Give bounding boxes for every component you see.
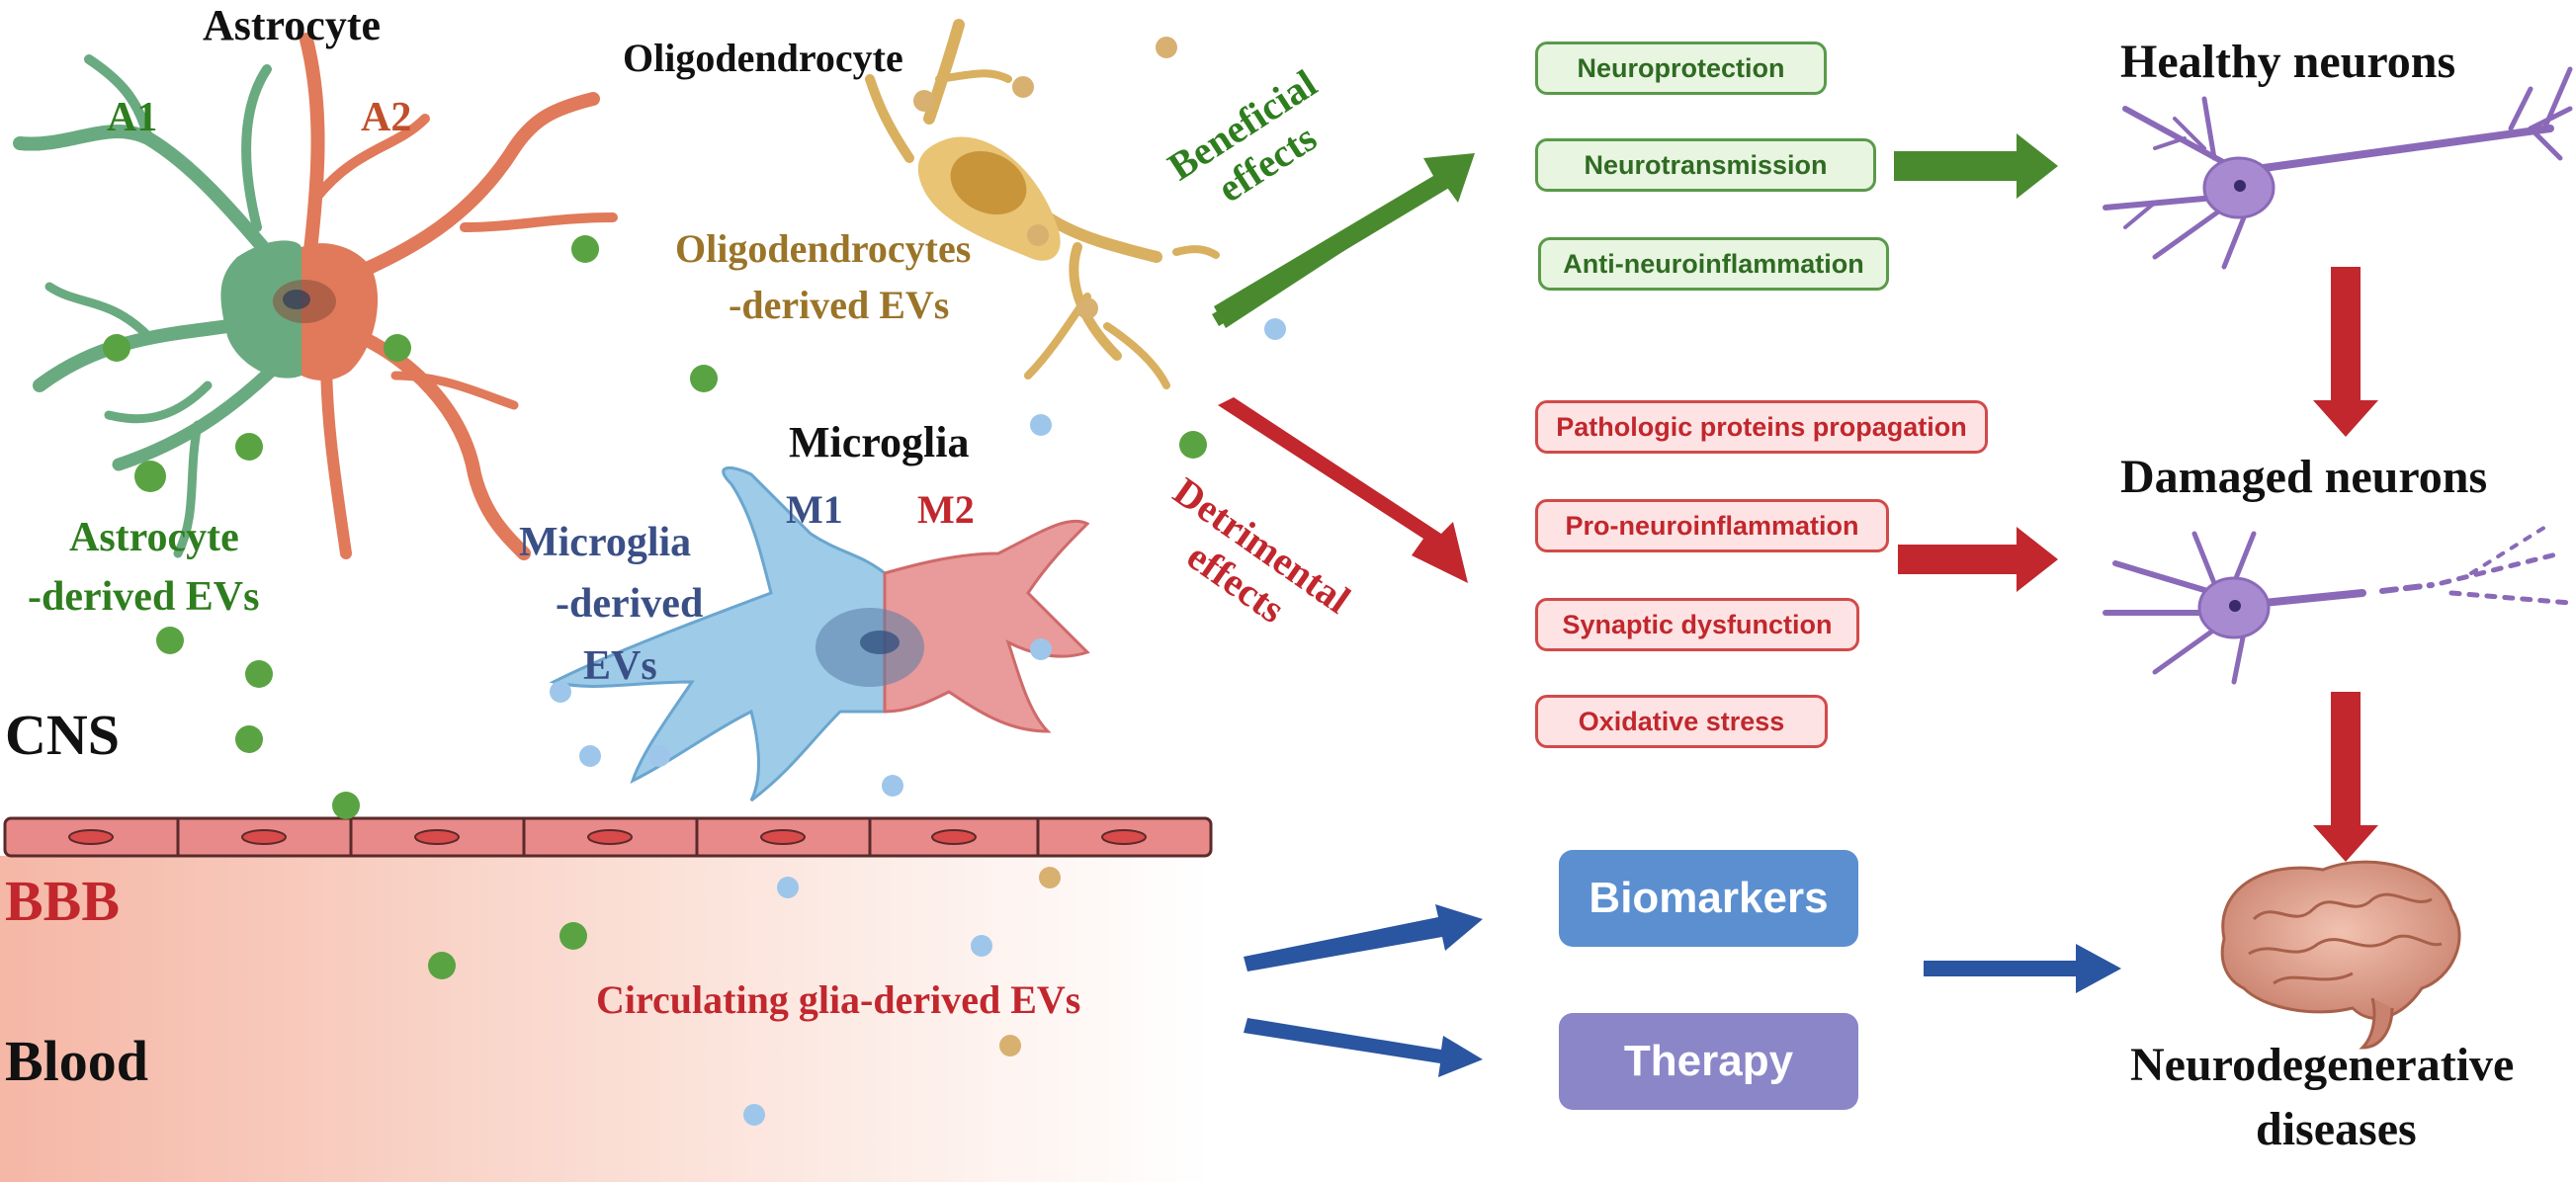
microglia-evs-label-2: -derived [556,581,704,627]
biomarkers-box: Biomarkers [1559,850,1858,947]
blood-label: Blood [5,1029,149,1093]
beneficial-arrow [1212,153,1475,328]
oligo-evs-label-2: -derived EVs [729,283,950,327]
astrocyte-evs-label-1: Astrocyte [69,515,239,560]
astrocyte-cell [13,33,618,560]
astrocyte-evs-label-2: -derived EVs [28,574,260,620]
oligodendrocyte-title: Oligodendrocyte [623,36,903,80]
damaged-neurons-label: Damaged neurons [2120,451,2488,503]
oligo-evs-label-1: Oligodendrocytes [675,226,972,271]
healthy-neuron [2103,66,2573,270]
arrow-to-damaged [1898,527,2058,592]
healthy-neurons-label: Healthy neurons [2120,36,2456,88]
pro-neuroinflammation-box: Pro-neuroinflammation [1535,499,1889,552]
anti-neuroinflammation-box: Anti-neuroinflammation [1538,237,1889,291]
arrow-to-biomarkers [1244,904,1483,971]
synaptic-dysfunction-box: Synaptic dysfunction [1535,598,1859,651]
brain-illustration [2220,860,2461,1050]
astrocyte-a2-label: A2 [361,95,412,140]
neurodegenerative-label-1: Neurodegenerative [2130,1039,2515,1091]
arrow-to-therapy [1244,1018,1483,1077]
astrocyte-a1-label: A1 [107,95,158,140]
microglia-evs-label-3: EVs [583,643,657,689]
damaged-neuron [2103,522,2573,685]
microglia-evs-label-1: Microglia [519,520,692,565]
microglia-cell [549,465,1090,802]
oxidative-stress-box: Oxidative stress [1535,695,1828,748]
neurotransmission-box: Neurotransmission [1535,138,1876,192]
neurodegenerative-label-2: diseases [2256,1103,2417,1155]
bbb-endothelial-layer [3,816,1213,858]
microglia-title: Microglia [789,418,970,466]
arrow-to-disease [1924,944,2121,993]
microglia-m1-label: M1 [786,487,843,532]
astrocyte-title: Astrocyte [203,1,381,49]
pathologic-proteins-box: Pathologic proteins propagation [1535,400,1988,454]
cns-label: CNS [5,703,121,767]
arrow-healthy-to-damaged [2313,267,2378,437]
neuroprotection-box: Neuroprotection [1535,42,1827,95]
therapy-box: Therapy [1559,1013,1858,1110]
blood-region [0,856,1211,1182]
bbb-label: BBB [5,869,121,933]
detrimental-arrow [1218,397,1468,583]
arrow-to-healthy [1894,133,2058,199]
circulating-evs-label: Circulating glia-derived EVs [596,977,1081,1022]
oligodendrocyte-cell [865,19,1220,389]
ev-particles [103,37,1286,1126]
microglia-m2-label: M2 [917,487,975,532]
arrow-damaged-to-disease [2313,692,2378,862]
